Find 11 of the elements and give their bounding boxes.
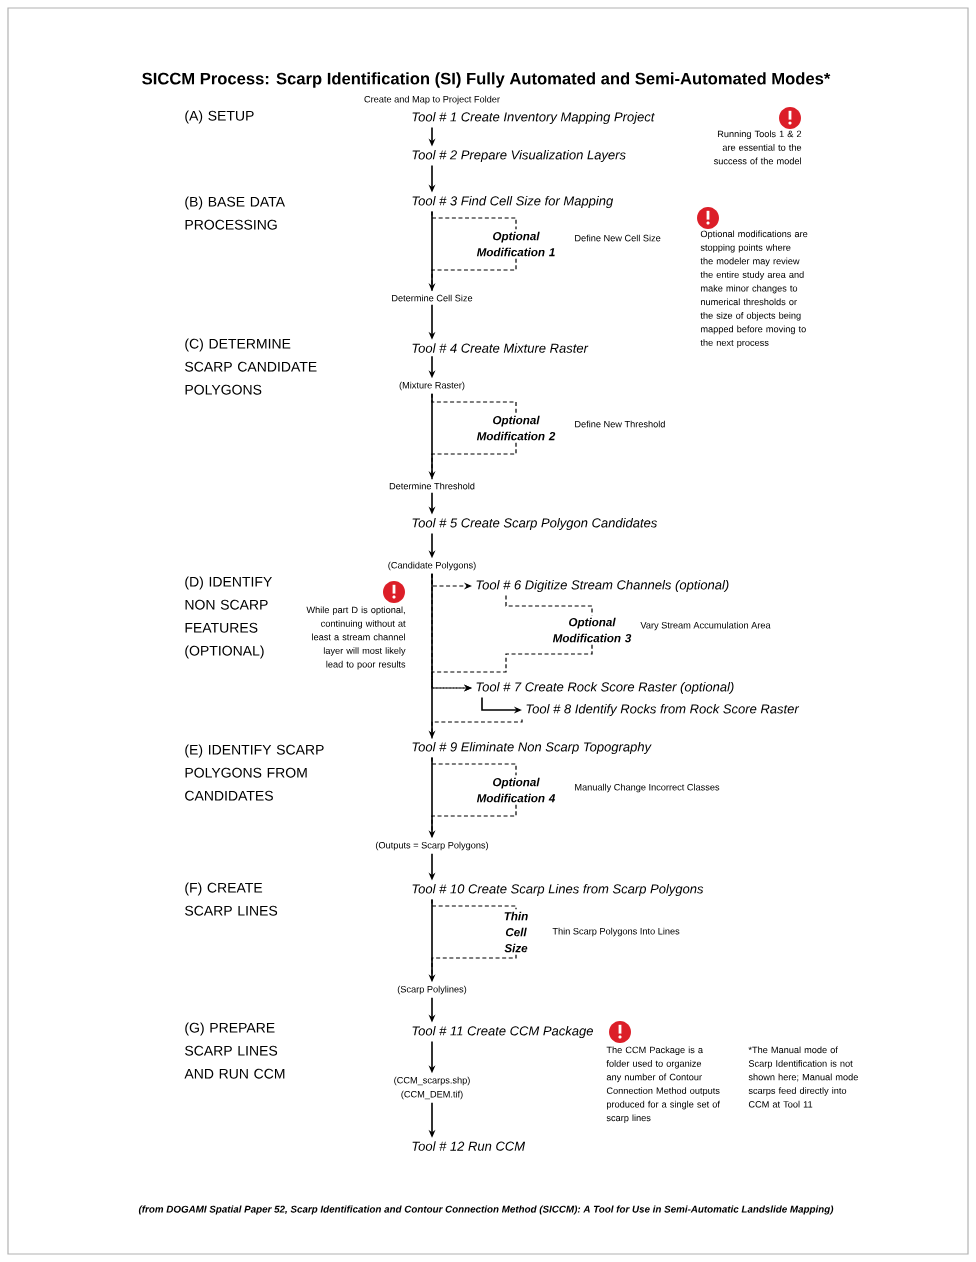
dashed-line: [431, 210, 517, 230]
dashed-line: [431, 442, 517, 480]
dashed-line: [431, 898, 517, 910]
dashed-line: [431, 718, 523, 740]
dashed-line: [431, 393, 517, 414]
dashed-line: [505, 594, 593, 616]
dashed-line: [431, 258, 517, 292]
title: SICCM Process: Scarp Identification (SI) Fully Automated and Semi-Automated Modes*: [142, 72, 831, 88]
dashed-line: [431, 804, 517, 839]
dashed-line: [431, 954, 517, 983]
dashed-line: [431, 756, 517, 776]
